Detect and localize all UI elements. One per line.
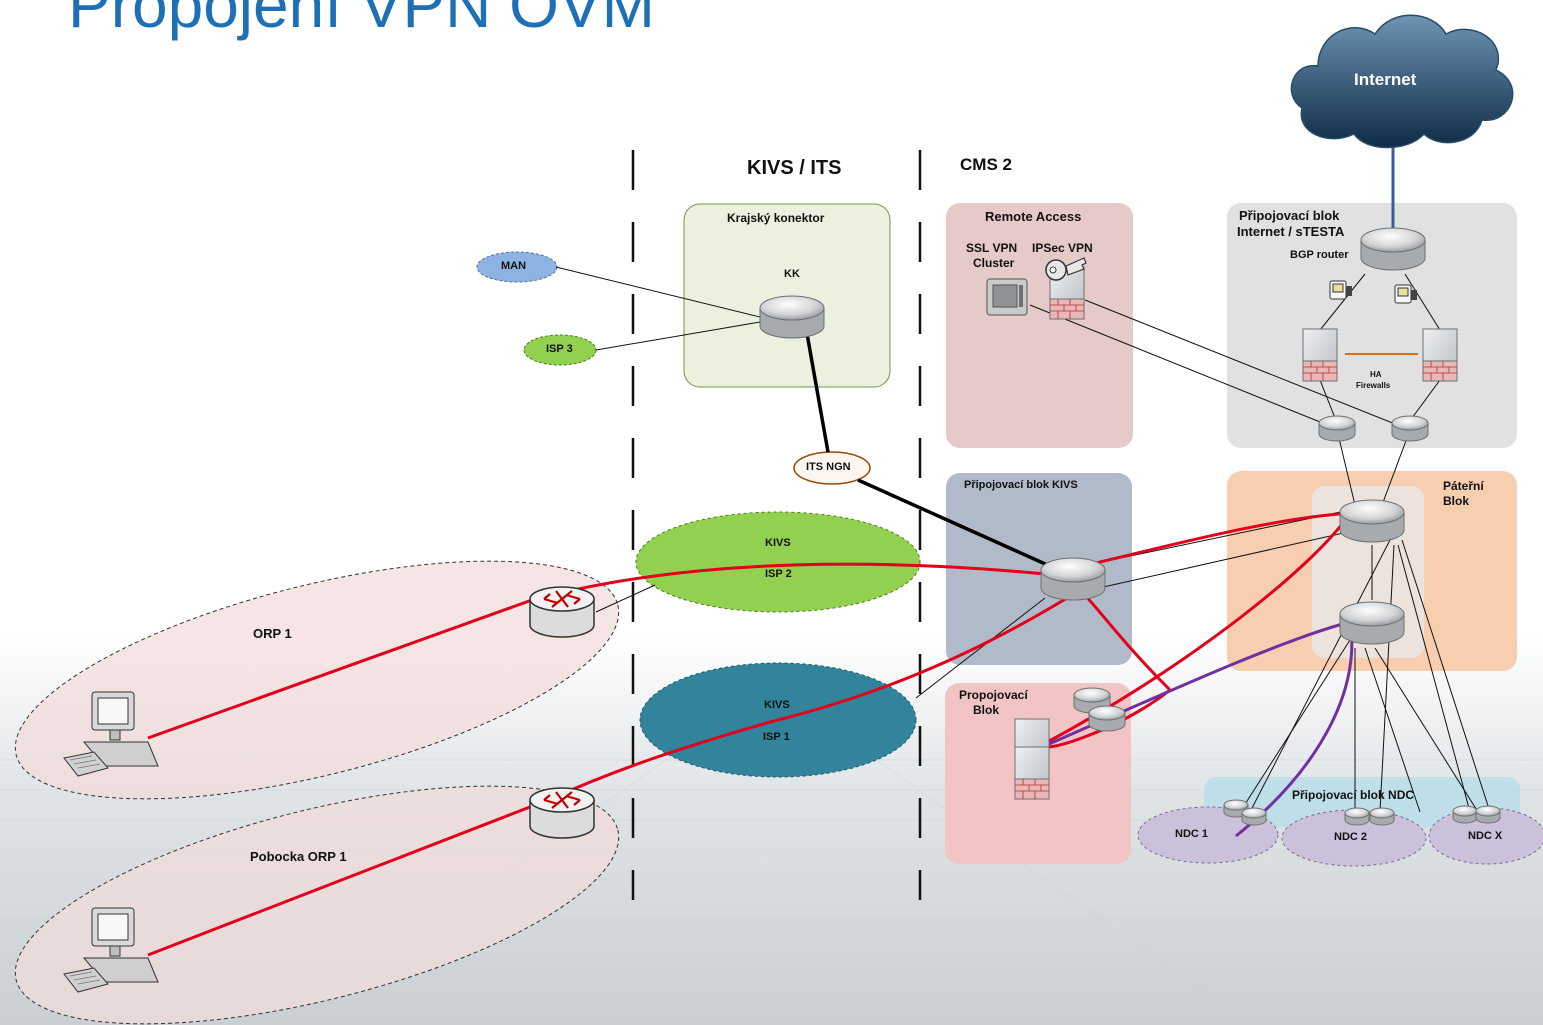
propojovaci-firewall-bottom-icon: [1014, 746, 1050, 800]
ha-firewall-left-icon: [1302, 328, 1338, 382]
propojovaci-title-line1: Propojovací: [959, 688, 1028, 702]
ndcx-router-b-icon: [1475, 805, 1501, 824]
ipsec-vpn-label: IPSec VPN: [1032, 241, 1093, 255]
ndc1-label: NDC 1: [1175, 828, 1209, 840]
pripojovaci-kivs-block: [946, 473, 1132, 665]
ha-firewalls-label-line1: HA: [1370, 370, 1382, 379]
paterni-title-line1: Páteřní: [1443, 479, 1484, 493]
internet-switch-right-icon: [1391, 415, 1429, 442]
kivs-isp2-label-b: ISP 2: [765, 568, 792, 580]
pripojovaci-internet-title-line1: Připojovací blok: [1239, 208, 1340, 223]
kivs-isp2-label-a: KIVS: [765, 537, 791, 549]
pobocka-router-icon: [528, 786, 596, 840]
paterni-router-bottom-icon: [1339, 601, 1405, 645]
orp1-label: ORP 1: [253, 626, 292, 641]
isp3-label: ISP 3: [546, 343, 573, 355]
header-cms2: CMS 2: [960, 155, 1012, 174]
paterni-title-line2: Blok: [1443, 494, 1470, 508]
propojovaci-title-line2: Blok: [973, 703, 1000, 717]
krajsky-konektor-block: [683, 203, 891, 388]
pripojovaci-ndc-block: [1204, 777, 1520, 827]
its-ngn-label: ITS NGN: [806, 461, 851, 473]
ndcx-router-a-icon: [1452, 805, 1478, 824]
ndc1-router-b-icon: [1241, 807, 1267, 826]
propojovaci-router-bottom-icon: [1088, 705, 1126, 732]
ssl-vpn-label-line1: SSL VPN: [966, 241, 1018, 255]
remote-access-block: [946, 203, 1133, 448]
kivs-router-icon: [1040, 557, 1106, 601]
kivs-isp1-label-b: ISP 1: [763, 731, 790, 743]
man-label: MAN: [501, 260, 527, 272]
paterni-router-top-icon: [1339, 499, 1405, 543]
ndc2-label: NDC 2: [1334, 831, 1368, 843]
orp1-site-area: [14, 560, 620, 800]
kivs-isp1-label-a: KIVS: [764, 699, 790, 711]
its-ngn-network: [793, 451, 871, 485]
page-title: Propojení VPN OVM: [68, 0, 655, 41]
pripojovaci-kivs-title: Připojovací blok KIVS: [964, 479, 1078, 491]
ssl-vpn-label-line2: Cluster: [973, 256, 1015, 270]
ha-firewall-right-icon: [1422, 328, 1458, 382]
ndc2-router-a-icon: [1344, 807, 1370, 826]
ndc2-router-b-icon: [1369, 807, 1395, 826]
header-kivs-its: KIVS / ITS: [747, 157, 842, 179]
pripojovaci-internet-title-line2: Internet / sTESTA: [1237, 224, 1345, 239]
krajsky-konektor-title: Krajský konektor: [727, 211, 825, 225]
ssl-vpn-cluster-icon: [986, 278, 1028, 316]
kivs-isp2-network: [635, 511, 921, 613]
internet-label: Internet: [1354, 70, 1417, 89]
remote-access-title: Remote Access: [985, 209, 1082, 224]
kk-to-its-ngn-link: [804, 327, 830, 453]
kk-router-icon: [759, 295, 825, 339]
pobocka-site-area: [14, 785, 620, 1025]
bgp-router-label: BGP router: [1290, 249, 1349, 261]
pripojovaci-internet-block: [1227, 203, 1517, 448]
internet-cloud: [1290, 14, 1514, 149]
pripojovaci-ndc-title: Připojovací blok NDC: [1292, 788, 1415, 802]
ndcx-label: NDC X: [1468, 830, 1503, 842]
ha-firewalls-label-line2: Firewalls: [1356, 381, 1391, 390]
orp1-router-icon: [528, 585, 596, 639]
kk-label: KK: [784, 268, 800, 280]
bgp-router-icon: [1360, 227, 1426, 271]
internet-switch-left-icon: [1318, 415, 1356, 442]
pobocka-orp1-label: Pobocka ORP 1: [250, 849, 347, 864]
link-lines: [555, 266, 1491, 813]
its-ngn-to-kivs-link: [857, 478, 1053, 569]
key-icon: [1045, 257, 1087, 281]
